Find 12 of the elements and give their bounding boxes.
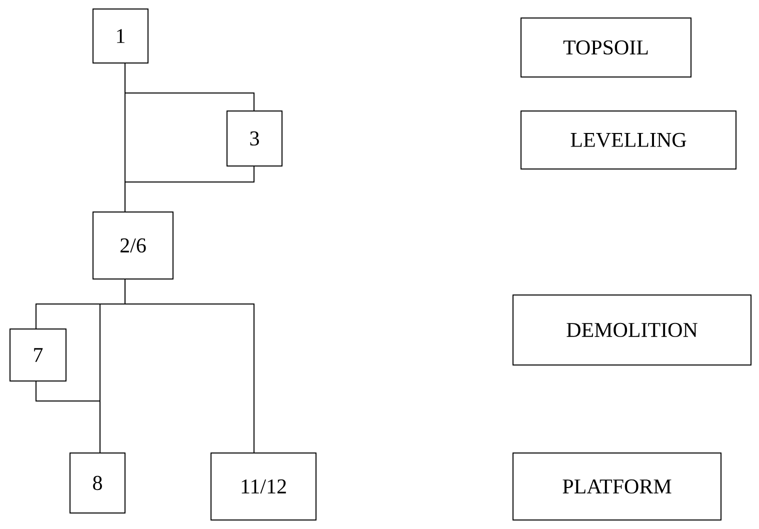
label-box: TOPSOIL	[520, 18, 692, 78]
connector-line	[124, 279, 254, 453]
label-box: 3	[226, 110, 282, 166]
connector-line	[124, 63, 126, 212]
label-box: LEVELLING	[520, 110, 736, 170]
label-box: 8	[70, 452, 126, 514]
label-box: 2/6	[92, 212, 174, 280]
label-box: 7	[10, 328, 66, 382]
label-box: DEMOLITION	[512, 294, 752, 366]
label-box: 1	[92, 8, 148, 64]
label-box: 11/12	[210, 452, 316, 520]
label-box: PLATFORM	[512, 452, 722, 520]
